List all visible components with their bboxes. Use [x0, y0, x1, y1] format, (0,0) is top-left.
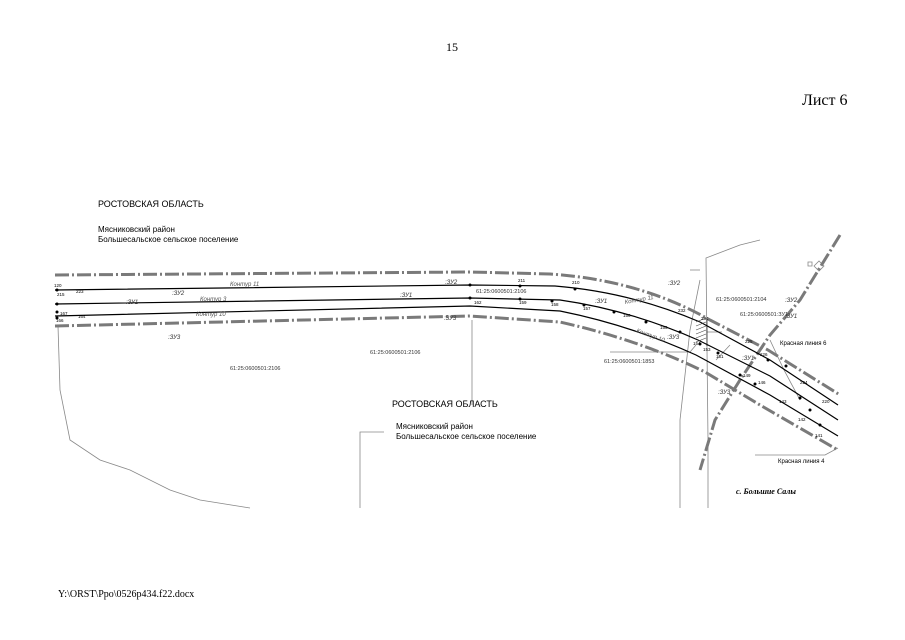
- boundary-line: [679, 279, 701, 508]
- leader-line: [769, 339, 801, 401]
- point-number: 143: [779, 399, 787, 404]
- contour-line-11: [54, 284, 839, 406]
- zu-label: :ЗУ3: [168, 335, 181, 341]
- point-number: 223: [76, 289, 84, 294]
- contour-line-3: [54, 297, 839, 421]
- contour-line-10: [54, 305, 839, 437]
- point-number: 151: [716, 354, 724, 359]
- settlement-label: Большесальское сельское поселение: [98, 235, 239, 244]
- zu-label: :ЗУ2: [785, 298, 798, 304]
- zu-label: :ЗУ2: [668, 281, 681, 287]
- point-number: 155: [660, 325, 668, 330]
- strip-boundary-upper: [54, 270, 841, 397]
- point-number: 158: [551, 302, 559, 307]
- point-number: 167: [60, 311, 68, 316]
- point-number: 146: [758, 380, 766, 385]
- boundary-line: [705, 239, 761, 508]
- file-path: Y:\ORST\Ppo\0526p434.f22.docx: [58, 589, 195, 600]
- village-label: с. Большие Салы: [736, 487, 796, 496]
- boundary-line: [359, 431, 384, 508]
- settlement-label: Большесальское сельское поселение: [396, 432, 537, 441]
- point-number: 153: [703, 347, 711, 352]
- point-number: 164: [78, 314, 86, 319]
- zu-label: :ЗУ1: [742, 356, 754, 362]
- zu-label: :ЗУ1: [595, 299, 607, 305]
- contour-label: Контур 10: [635, 328, 666, 344]
- cadastral-number: 61:25:0600501:ЗУ1: [740, 312, 788, 318]
- point-number: 232: [678, 308, 686, 313]
- page-number: 15: [446, 40, 458, 54]
- point-number: 141: [815, 433, 823, 438]
- point-number: 215: [57, 292, 65, 297]
- survey-points: [55, 283, 822, 427]
- zu-label: :ЗУ3: [667, 335, 680, 341]
- point-number: 159: [519, 300, 527, 305]
- zu-label: :ЗУ2: [445, 280, 458, 286]
- point-number: 226: [760, 352, 768, 357]
- red-line-label: Красная линия 6: [780, 341, 827, 347]
- zu-label: :ЗУ3: [444, 316, 457, 322]
- cadastral-number: 61:25:0600501:2106: [230, 366, 280, 372]
- sheet-label: Лист 6: [802, 92, 848, 109]
- boundary-line: [57, 325, 251, 509]
- point-number: 162: [474, 300, 482, 305]
- contour-label: Контур 3: [200, 297, 227, 303]
- cadastral-number: 61:25:0600501:2106: [370, 350, 420, 356]
- point-number: 156: [623, 313, 631, 318]
- cadastral-number: 61:25:0600501:2104: [716, 297, 766, 303]
- boundary-line: [813, 260, 825, 272]
- cadastral-number: 61:25:0600501:1853: [604, 359, 654, 365]
- point-number: 210: [572, 280, 580, 285]
- point-number: 120: [54, 283, 62, 288]
- zu-label: :ЗУ2: [172, 291, 185, 297]
- point-number: 154: [693, 341, 701, 346]
- zu-label: :ЗУ1: [126, 300, 138, 306]
- boundary-line: [807, 261, 813, 267]
- point-number: 224: [800, 380, 808, 385]
- contour-label: Контур 11: [624, 295, 654, 306]
- hatched-area: [695, 317, 707, 343]
- point-number: 149: [743, 373, 751, 378]
- point-number: 225: [745, 339, 753, 344]
- point-number: 142: [798, 417, 806, 422]
- zu-label: :ЗУ3: [718, 390, 731, 396]
- district-label: Мясниковский район: [396, 422, 473, 431]
- district-label: Мясниковский район: [98, 225, 175, 234]
- zu-label: :ЗУ1: [400, 293, 412, 299]
- point-number: 220: [822, 399, 830, 404]
- point-number: 211: [518, 278, 526, 283]
- region-label: РОСТОВСКАЯ ОБЛАСТЬ: [392, 399, 498, 409]
- zu-label: :ЗУ1: [785, 314, 797, 320]
- red-line-label: Красная линия 4: [778, 459, 825, 465]
- red-line-boundary: [698, 234, 842, 471]
- contour-label: Контур 10: [196, 312, 226, 318]
- cadastral-number: 61:25:0600501:2106: [476, 289, 526, 295]
- region-label: РОСТОВСКАЯ ОБЛАСТЬ: [98, 199, 204, 209]
- point-number: 166: [56, 318, 64, 323]
- point-number: 234: [701, 316, 709, 321]
- point-number: 157: [583, 306, 591, 311]
- contour-label: Контур 11: [230, 282, 259, 288]
- strip-boundary-lower: [54, 314, 839, 452]
- leader-line: [755, 447, 839, 456]
